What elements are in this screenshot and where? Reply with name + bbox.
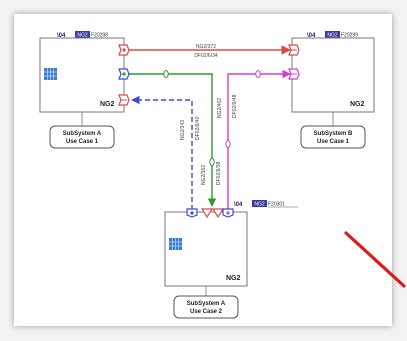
node-caption-line-1: SubSystem A xyxy=(63,131,102,137)
port-magenta-icon[interactable] xyxy=(288,68,300,80)
node-label: NG2 xyxy=(100,101,115,108)
port-red-icon[interactable] xyxy=(118,44,130,56)
node-caption-line-1: SubSystem B xyxy=(314,131,353,137)
node-tag-prefix: \04 xyxy=(57,33,66,39)
node-tag-code: F20298 xyxy=(91,33,108,39)
node-tag-badge-bg xyxy=(325,31,340,38)
port-green-icon[interactable] xyxy=(118,68,130,80)
link-magenta[interactable]: NG2/402 DF02/6/48 xyxy=(217,69,291,211)
link-green-label-1: NG2/362 xyxy=(201,165,207,185)
node-caption-line-2: Use Case 2 xyxy=(190,309,223,315)
link-green[interactable]: NG2/362 DF02/6/38 xyxy=(126,70,222,207)
node-top-left[interactable]: \04 NG2 F20298 xyxy=(39,31,130,149)
node-tag-code: F20299 xyxy=(341,33,358,39)
node-caption-box xyxy=(300,125,366,149)
link-red-label-2: DF02/6/34 xyxy=(194,53,218,59)
node-caption-box xyxy=(173,295,239,319)
node-tag-code: F20301 xyxy=(268,202,285,208)
node-tag-prefix: \04 xyxy=(307,33,316,39)
link-blue[interactable]: NG2/343 DF02/6/40 xyxy=(131,95,201,210)
port-blue-icon[interactable] xyxy=(118,94,130,106)
link-blue-label-2: DF02/6/40 xyxy=(195,116,201,140)
port-red-icon[interactable] xyxy=(211,208,225,219)
link-magenta-label-2: DF02/6/48 xyxy=(232,94,238,118)
annotation-arrow-icon xyxy=(344,231,406,288)
module-grid-icon xyxy=(169,238,182,250)
node-tag-badge-bg xyxy=(75,31,90,38)
node-caption-line-1: SubSystem A xyxy=(187,301,226,307)
port-blue-icon[interactable] xyxy=(186,208,198,218)
node-label: NG2 xyxy=(350,101,365,108)
node-tag-prefix: \04 xyxy=(234,202,243,208)
module-grid-icon xyxy=(44,68,57,80)
port-red-icon[interactable] xyxy=(288,44,300,56)
node-tag-badge-bg xyxy=(252,200,267,207)
node-tag-badge: NG2 xyxy=(254,202,265,208)
node-box xyxy=(291,37,375,113)
link-magenta-label-1: NG2/402 xyxy=(217,98,223,118)
link-green-label-2: DF02/6/38 xyxy=(216,161,222,185)
node-bottom[interactable]: \04 NG2 F20301 xyxy=(164,200,298,319)
node-caption-line-2: Use Case 1 xyxy=(66,139,99,145)
port-magenta-icon[interactable] xyxy=(222,208,234,218)
node-tag: \04 NG2 F20301 xyxy=(234,200,298,208)
node-label: NG2 xyxy=(226,275,241,282)
link-red[interactable]: NG2/372 DF02/6/34 xyxy=(126,44,291,59)
link-red-label-1: NG2/372 xyxy=(196,44,216,50)
node-tag-badge: NG2 xyxy=(77,33,88,39)
node-tag-badge: NG2 xyxy=(327,33,338,39)
node-caption-line-2: Use Case 1 xyxy=(317,139,350,145)
port-green-icon[interactable] xyxy=(200,208,214,219)
link-blue-label-1: NG2/343 xyxy=(180,120,186,140)
node-caption-box xyxy=(49,125,115,149)
node-top-right[interactable]: \04 NG2 F20299 NG2 SubSystem B Use Case … xyxy=(288,31,375,149)
